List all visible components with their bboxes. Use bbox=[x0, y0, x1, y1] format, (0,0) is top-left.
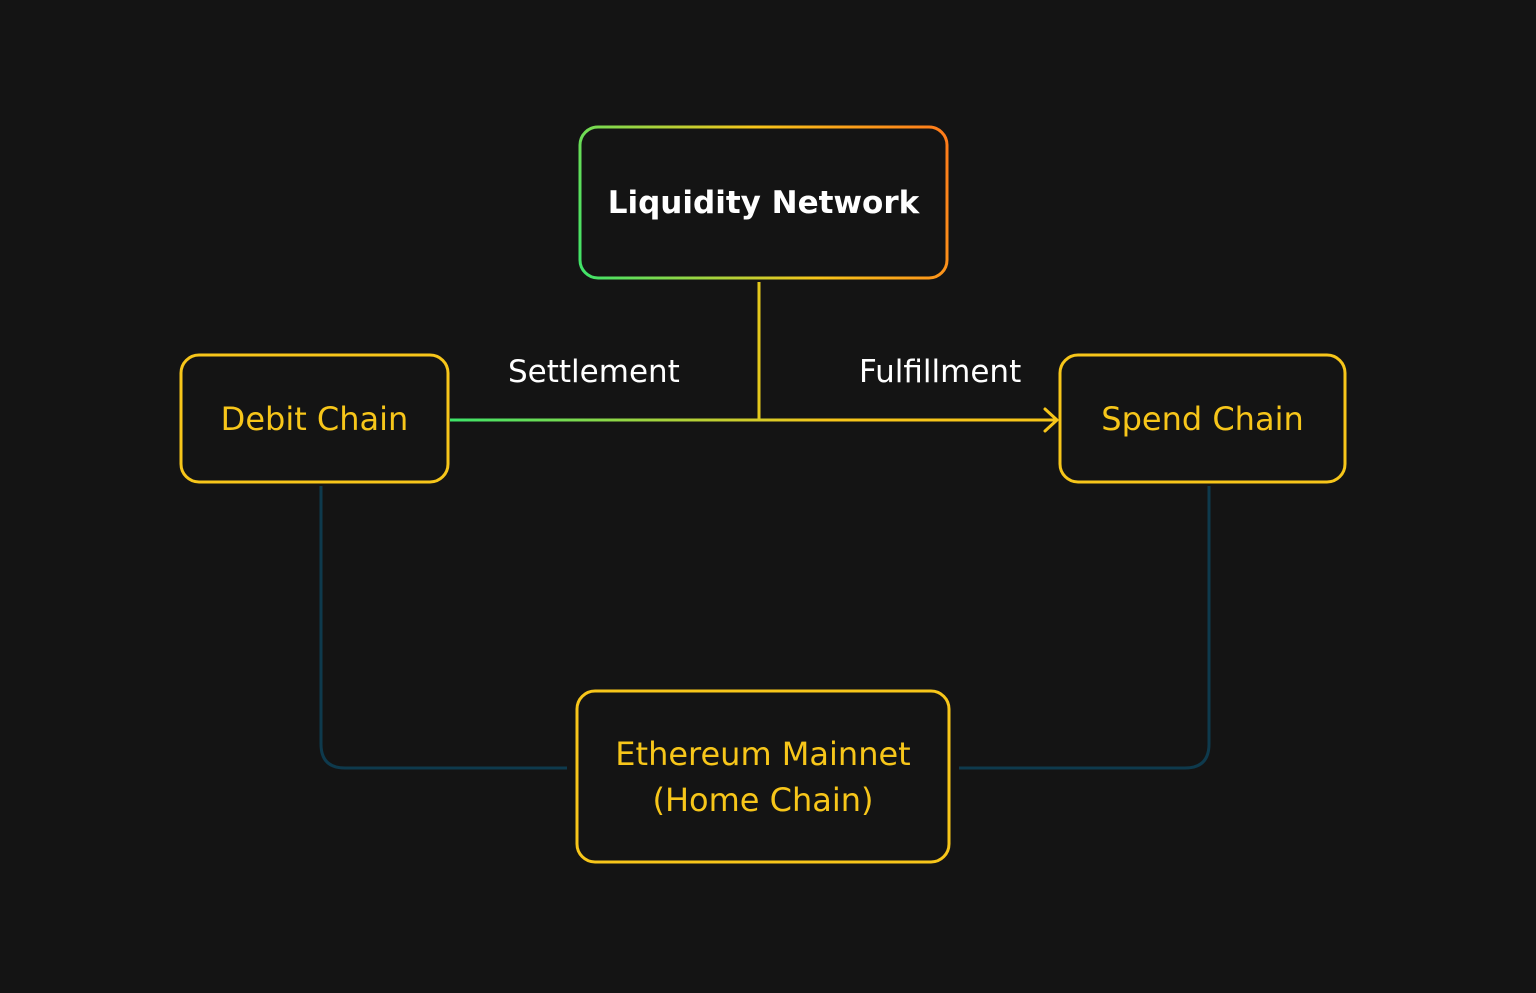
settlement-label: Settlement bbox=[508, 354, 680, 390]
liquidity-network-label: Liquidity Network bbox=[607, 184, 920, 221]
spend-home-link bbox=[959, 486, 1211, 770]
ethereum-mainnet-label: Ethereum Mainnet bbox=[615, 734, 911, 773]
debit-home-link bbox=[319, 486, 567, 770]
ethereum-mainnet-box bbox=[575, 689, 951, 864]
home-chain-label: (Home Chain) bbox=[652, 780, 874, 819]
fulfillment-label: Fulfillment bbox=[859, 354, 1022, 390]
spend-chain-node: Spend Chain bbox=[1060, 355, 1345, 482]
spend-chain-label: Spend Chain bbox=[1101, 399, 1304, 438]
spend-chain-box bbox=[1058, 353, 1347, 484]
arrow-head bbox=[1043, 407, 1059, 433]
debit-chain-box bbox=[179, 353, 450, 484]
liquidity-network-box bbox=[578, 125, 949, 280]
debit-chain-node: Debit Chain bbox=[181, 355, 448, 482]
debit-chain-label: Debit Chain bbox=[220, 399, 409, 438]
liquidity-network-node: Liquidity Network bbox=[580, 127, 947, 278]
ethereum-mainnet-node: Ethereum Mainnet (Home Chain) bbox=[577, 691, 949, 862]
